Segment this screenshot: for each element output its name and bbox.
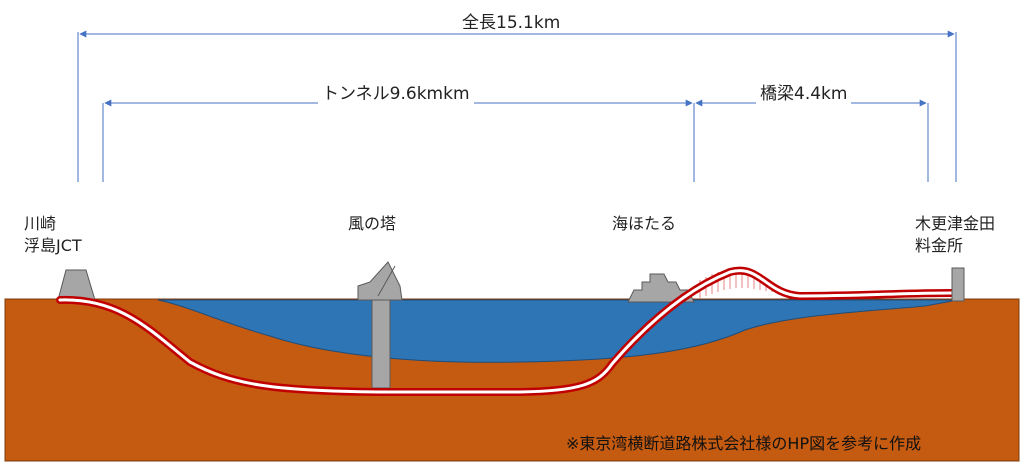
sea-area — [157, 299, 959, 363]
dimension-lines — [77, 30, 957, 182]
umihotaru-label: 海ほたる — [612, 214, 677, 233]
source-note: ※東京湾横断道路株式会社様のHP図を参考に作成 — [566, 434, 922, 453]
kawasaki-label-line2: 浮島JCT — [24, 236, 82, 255]
kawasaki-label: 川崎 浮島JCT — [24, 213, 82, 257]
kawasaki-structure — [57, 269, 96, 301]
kazenotou-tower — [357, 261, 403, 389]
kisarazu-label-line1: 木更津金田 — [915, 214, 996, 233]
kisarazu-structure — [951, 267, 965, 302]
kisarazu-label: 木更津金田 料金所 — [915, 213, 995, 257]
kisarazu-label-line2: 料金所 — [915, 236, 964, 255]
tunnel-length-label: トンネル9.6kmkm — [318, 79, 474, 104]
kazenotou-label: 風の塔 — [348, 214, 397, 233]
bridge-length-label: 橋梁4.4km — [756, 79, 852, 104]
kawasaki-label-line1: 川崎 — [24, 214, 57, 233]
road-inner — [58, 269, 954, 394]
total-length-label: 全長15.1km — [458, 8, 565, 33]
